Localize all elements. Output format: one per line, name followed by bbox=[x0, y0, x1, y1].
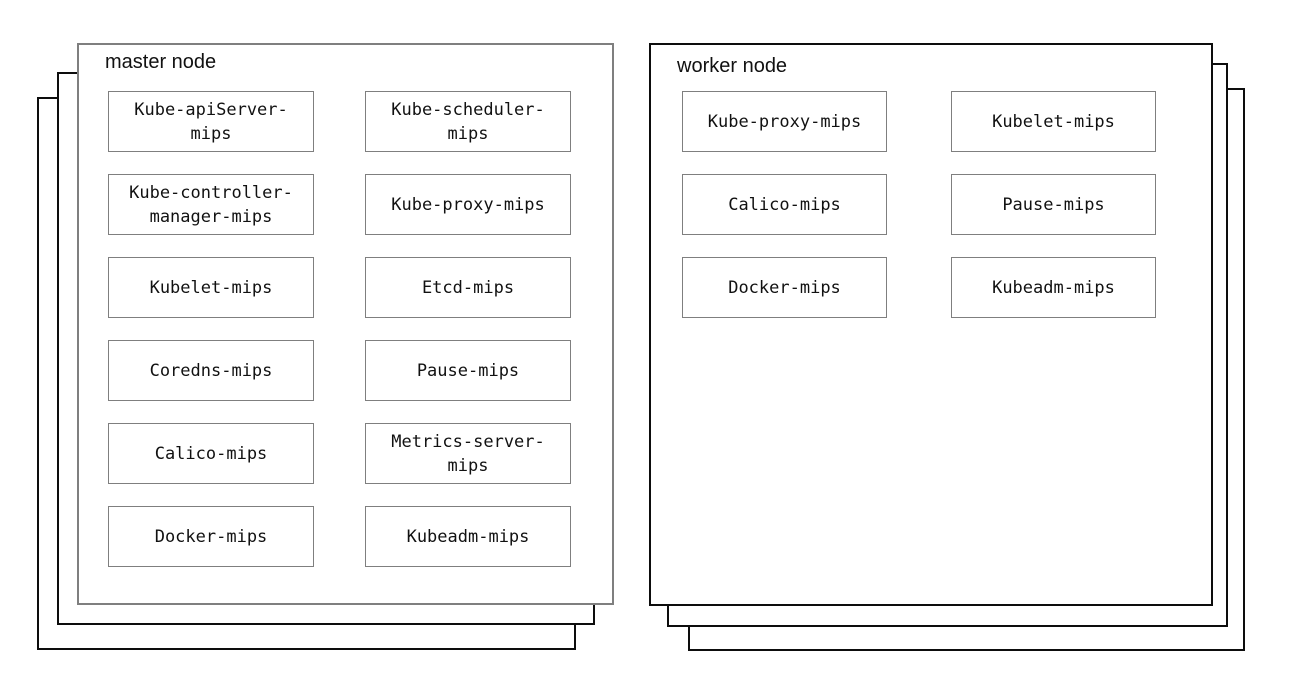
master-component-docker: Docker-mips bbox=[108, 506, 314, 567]
master-component-kubeadm: Kubeadm-mips bbox=[365, 506, 571, 567]
master-component-kube-controller-manager: Kube-controller-manager-mips bbox=[108, 174, 314, 235]
master-component-calico: Calico-mips bbox=[108, 423, 314, 484]
worker-node-box: worker node Kube-proxy-mips Kubelet-mips… bbox=[649, 43, 1213, 606]
master-component-coredns: Coredns-mips bbox=[108, 340, 314, 401]
worker-component-docker: Docker-mips bbox=[682, 257, 887, 318]
master-node-box: master node Kube-apiServer-mips Kube-sch… bbox=[77, 43, 614, 605]
master-component-kube-apiserver: Kube-apiServer-mips bbox=[108, 91, 314, 152]
master-node-title: master node bbox=[105, 51, 217, 73]
master-component-etcd: Etcd-mips bbox=[365, 257, 571, 318]
worker-component-pause: Pause-mips bbox=[951, 174, 1156, 235]
worker-component-kubeadm: Kubeadm-mips bbox=[951, 257, 1156, 318]
worker-components-grid: Kube-proxy-mips Kubelet-mips Calico-mips… bbox=[682, 91, 1156, 318]
worker-component-kubelet: Kubelet-mips bbox=[951, 91, 1156, 152]
worker-node-title: worker node bbox=[677, 55, 788, 77]
master-component-pause: Pause-mips bbox=[365, 340, 571, 401]
master-components-grid: Kube-apiServer-mips Kube-scheduler-mips … bbox=[108, 91, 571, 567]
master-component-metrics-server: Metrics-server-mips bbox=[365, 423, 571, 484]
master-component-kubelet: Kubelet-mips bbox=[108, 257, 314, 318]
master-component-kube-proxy: Kube-proxy-mips bbox=[365, 174, 571, 235]
worker-component-kube-proxy: Kube-proxy-mips bbox=[682, 91, 887, 152]
master-component-kube-scheduler: Kube-scheduler-mips bbox=[365, 91, 571, 152]
worker-component-calico: Calico-mips bbox=[682, 174, 887, 235]
